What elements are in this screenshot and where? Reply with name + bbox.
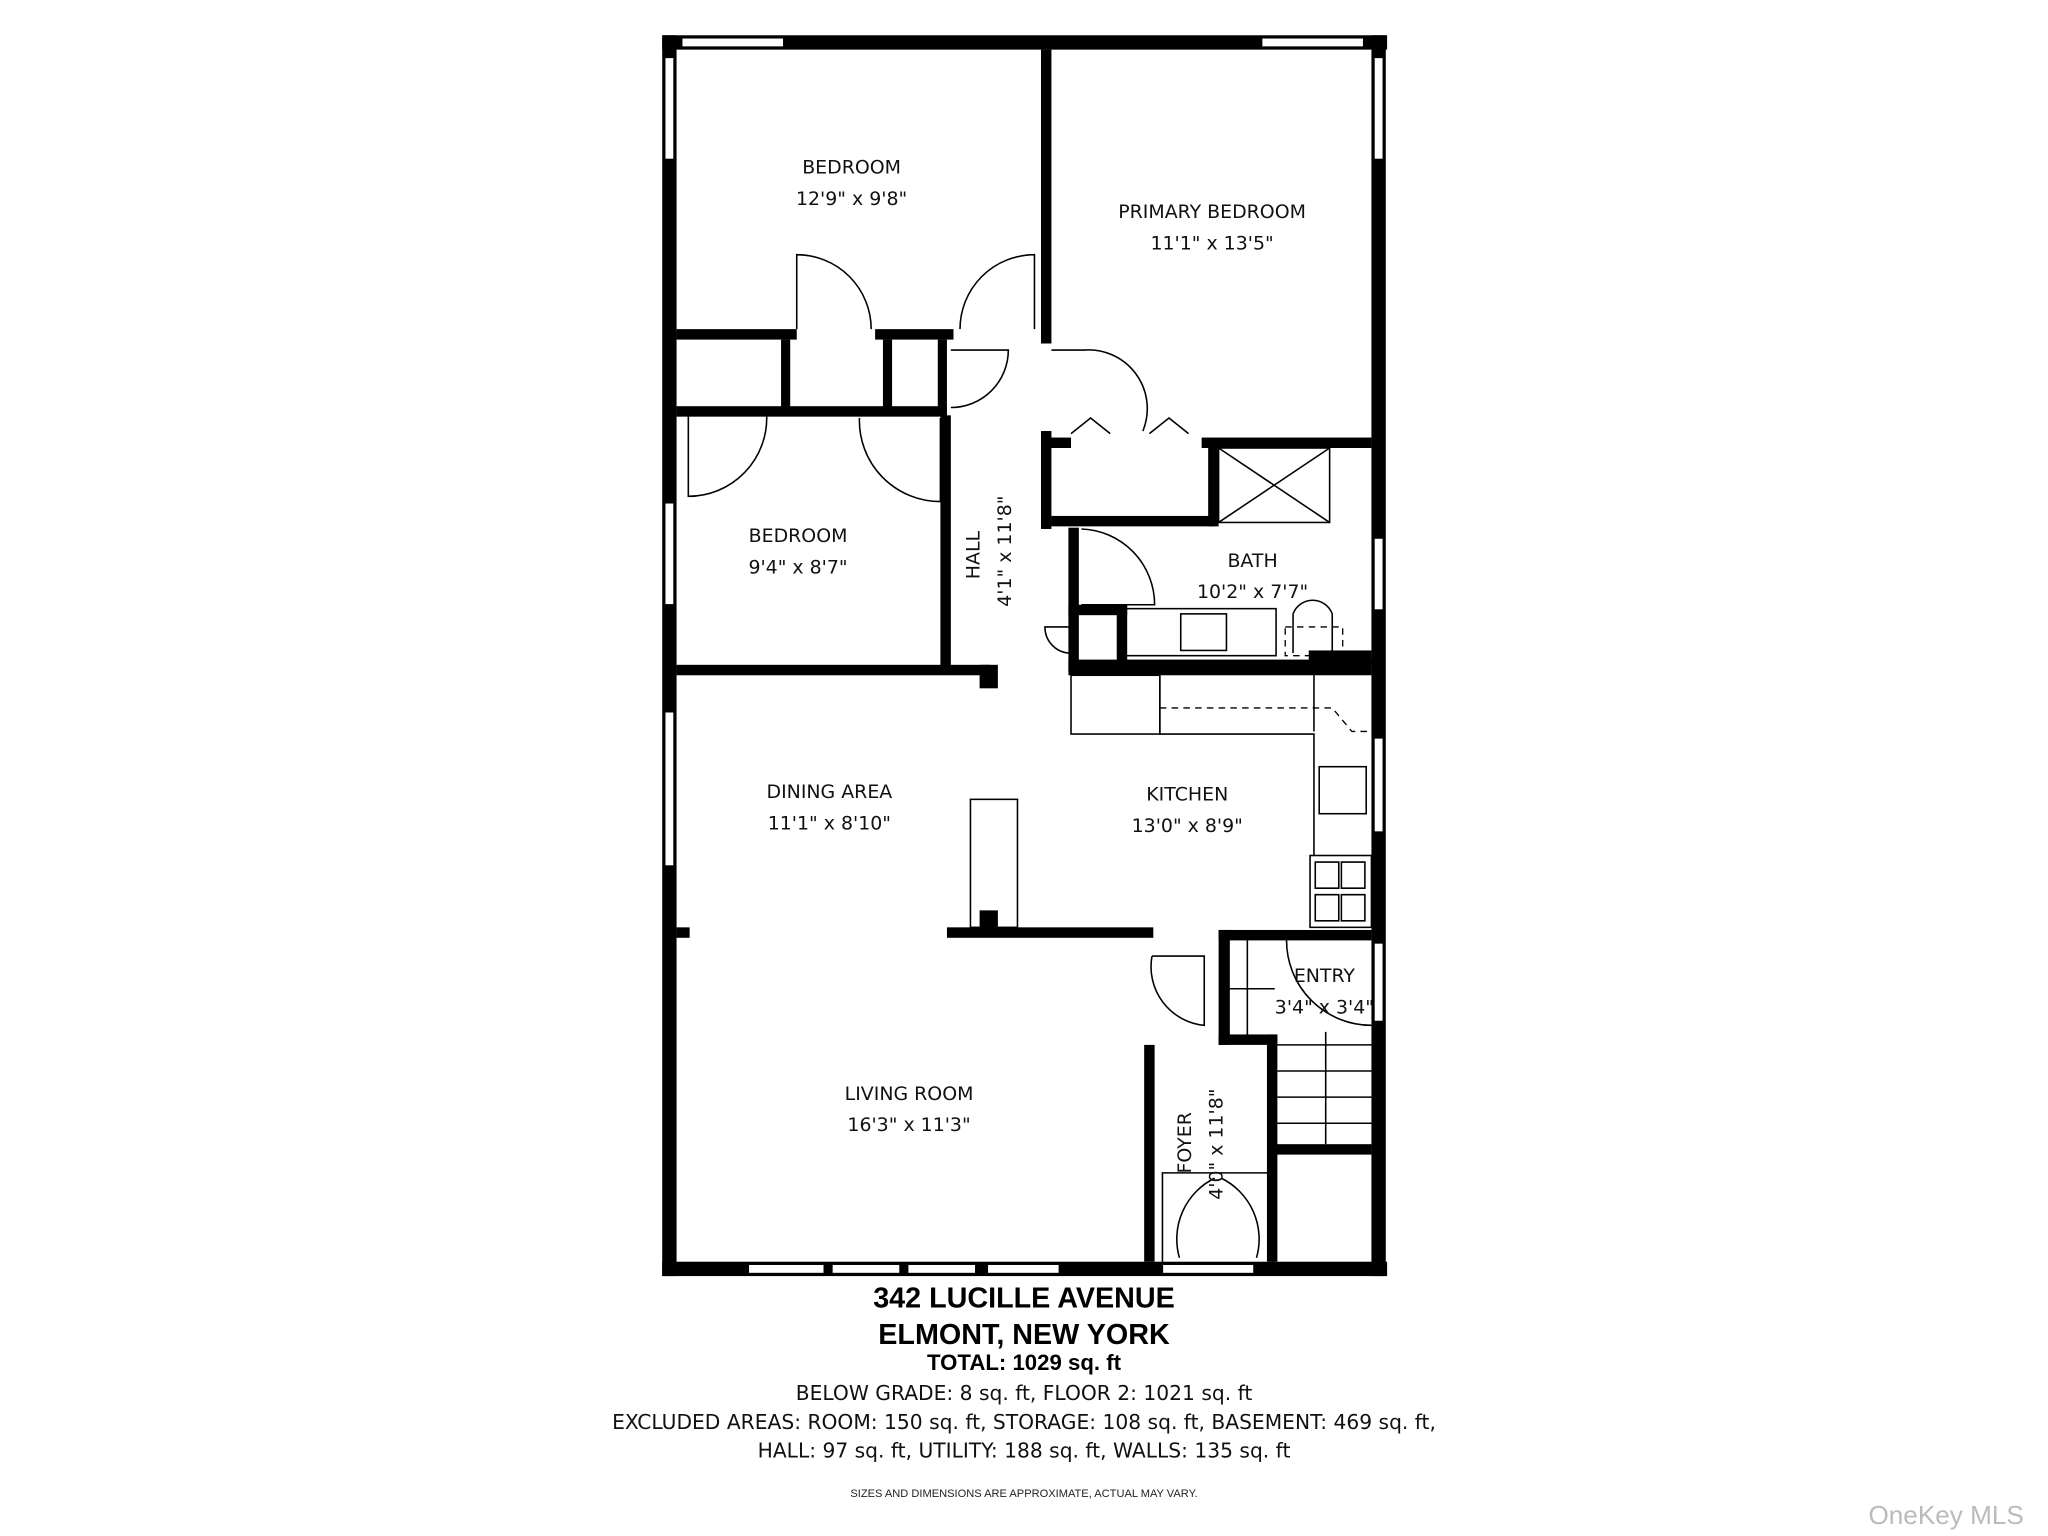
dining-area-name: DINING AREA: [767, 781, 893, 803]
entry-name: ENTRY: [1294, 965, 1356, 987]
disclaimer: SIZES AND DIMENSIONS ARE APPROXIMATE, AC…: [850, 1488, 1197, 1500]
living-room-size: 16'3" x 11'3": [847, 1114, 970, 1136]
address-line-2: ELMONT, NEW YORK: [878, 1319, 1170, 1351]
watermark: OneKey MLS: [1868, 1500, 2023, 1530]
total-area: TOTAL: 1029 sq. ft: [927, 1350, 1122, 1375]
bath-size: 10'2" x 7'7": [1197, 581, 1308, 603]
hall-size: 4'1" x 11'8": [994, 496, 1016, 607]
windows: [664, 37, 1384, 1275]
bedroom-2-size: 9'4" x 8'7": [748, 556, 847, 578]
room-labels: BEDROOM 12'9" x 9'8" PRIMARY BEDROOM 11'…: [748, 157, 1374, 1200]
primary-bedroom-size: 11'1" x 13'5": [1150, 232, 1273, 254]
excluded-areas-1: EXCLUDED AREAS: ROOM: 150 sq. ft, STORAG…: [612, 1410, 1436, 1434]
bedroom-1-name: BEDROOM: [802, 157, 901, 179]
fixtures: [687, 253, 1373, 1262]
area-breakdown: BELOW GRADE: 8 sq. ft, FLOOR 2: 1021 sq.…: [796, 1381, 1253, 1405]
excluded-areas-2: HALL: 97 sq. ft, UTILITY: 188 sq. ft, WA…: [758, 1439, 1291, 1463]
living-room-name: LIVING ROOM: [845, 1083, 974, 1105]
primary-bedroom-name: PRIMARY BEDROOM: [1118, 201, 1306, 223]
kitchen-name: KITCHEN: [1146, 784, 1228, 806]
bath-name: BATH: [1227, 550, 1277, 572]
bedroom-1-size: 12'9" x 9'8": [796, 188, 907, 210]
entry-size: 3'4" x 3'4": [1275, 997, 1374, 1019]
foyer-name: FOYER: [1174, 1112, 1196, 1173]
bedroom-2-name: BEDROOM: [749, 525, 848, 547]
dining-area-size: 11'1" x 8'10": [768, 812, 891, 834]
footer: 342 LUCILLE AVENUE ELMONT, NEW YORK TOTA…: [612, 1282, 1436, 1499]
address-line-1: 342 LUCILLE AVENUE: [873, 1282, 1175, 1314]
foyer-size: 4'0" x 11'8": [1206, 1089, 1228, 1200]
kitchen-size: 13'0" x 8'9": [1132, 815, 1243, 837]
hall-name: HALL: [963, 531, 985, 580]
